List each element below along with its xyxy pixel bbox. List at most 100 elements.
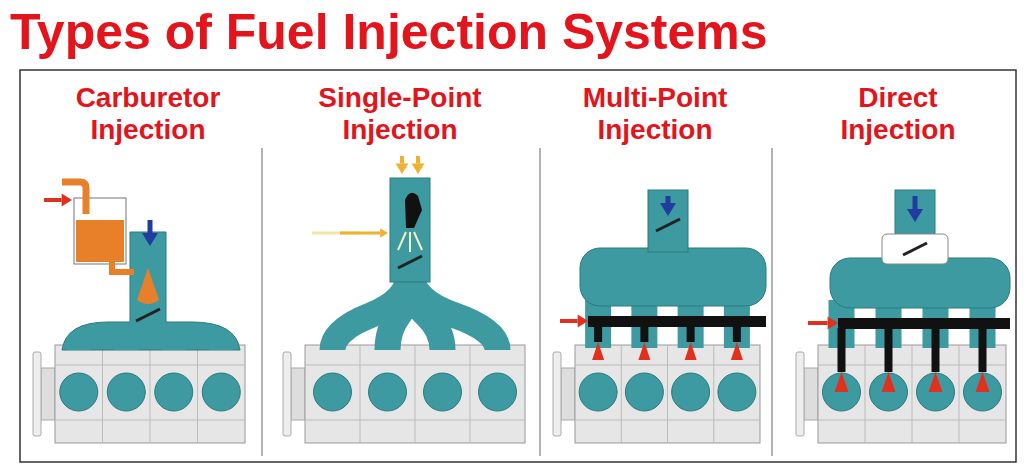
arrow-head <box>578 315 588 328</box>
engine-block <box>818 345 1006 443</box>
fuel-spray <box>638 342 650 360</box>
fan-hub <box>291 368 305 420</box>
cylinder-divider <box>360 345 361 443</box>
cylinder <box>314 373 352 411</box>
column-heading: Multi-Point Injection <box>560 82 750 146</box>
manifold-runner <box>114 336 138 350</box>
flow-arrow <box>44 198 62 202</box>
cylinder-divider <box>470 345 471 443</box>
cylinder-divider <box>150 345 151 443</box>
cylinder <box>823 373 861 411</box>
manifold-runner <box>67 336 91 350</box>
fuel-spray <box>882 372 896 392</box>
fuel-spray <box>731 342 743 360</box>
arrow-head <box>396 164 409 174</box>
cylinder-divider <box>713 345 714 443</box>
cylinder-divider <box>102 345 103 443</box>
fan <box>796 352 804 436</box>
fan-hub <box>41 368 55 420</box>
engine-block <box>305 345 525 443</box>
fuel-spray <box>137 268 159 304</box>
fuel-spray <box>685 342 697 360</box>
injector <box>687 326 695 342</box>
intake-plenum <box>830 258 1010 308</box>
throttle-plate <box>136 309 160 321</box>
manifold-runner <box>162 336 186 350</box>
fan <box>553 352 561 436</box>
fan <box>33 352 41 436</box>
fan <box>283 352 291 436</box>
fuel-inlet-pipe <box>62 182 86 214</box>
column-divider <box>771 148 773 456</box>
cylinder-divider <box>912 345 913 443</box>
cylinder-divider <box>621 345 622 443</box>
cylinder <box>60 373 98 411</box>
panel-frame <box>20 70 1016 462</box>
fuel-level <box>76 220 124 262</box>
fuel-spray <box>929 372 943 392</box>
cylinder-divider <box>865 345 866 443</box>
cylinder <box>579 373 617 411</box>
fuel-rail <box>838 318 1010 329</box>
fuel-spray <box>592 342 604 360</box>
arrow-head <box>380 228 388 238</box>
flow-arrow <box>560 319 578 323</box>
arrow-head <box>828 317 838 330</box>
flow-arrow <box>913 196 918 209</box>
flow-arrow <box>400 156 404 164</box>
flow-arrow <box>808 321 828 325</box>
fan-hub <box>561 368 575 420</box>
cylinder-divider <box>415 345 416 443</box>
fuel-jet-pipe <box>112 255 134 272</box>
injector <box>838 328 846 372</box>
arrow-head <box>62 194 72 207</box>
throttle-plate <box>903 243 927 255</box>
column-heading: Direct Injection <box>803 82 993 146</box>
arrow-head <box>142 233 158 246</box>
throttle-plate <box>398 256 422 268</box>
cylinder <box>369 373 407 411</box>
arrow-head <box>907 209 923 222</box>
fuel-spray <box>835 372 849 392</box>
cylinder <box>964 373 1002 411</box>
injector <box>640 326 648 342</box>
column-divider <box>261 148 263 456</box>
cylinder-divider <box>667 345 668 443</box>
cylinder <box>672 373 710 411</box>
column-heading: Carburetor Injection <box>53 82 243 146</box>
fuel-spray <box>976 372 990 392</box>
throttle-body <box>390 178 430 282</box>
engine-block <box>55 345 245 443</box>
injector <box>733 326 741 342</box>
injector <box>979 328 987 372</box>
float-bowl <box>74 198 126 264</box>
cylinder <box>424 373 462 411</box>
flow-arrow <box>340 232 380 235</box>
injector <box>594 326 602 342</box>
fuel-rail <box>588 316 766 327</box>
title: Types of Fuel Injection Systems <box>10 2 768 62</box>
flow-arrow <box>148 220 153 233</box>
injector <box>405 193 422 228</box>
column-heading: Single-Point Injection <box>305 82 495 146</box>
throttle-body <box>648 190 688 252</box>
fan-hub <box>804 368 818 420</box>
manifold-runner <box>209 336 233 350</box>
fuel-spray <box>398 232 422 252</box>
cylinder <box>479 373 517 411</box>
arrow-head <box>660 203 676 216</box>
cylinder <box>625 373 663 411</box>
cylinder <box>870 373 908 411</box>
flow-arrow <box>416 156 420 164</box>
arrow-head <box>412 164 425 174</box>
column-divider <box>539 148 541 456</box>
cylinder-divider <box>959 345 960 443</box>
cylinder <box>718 373 756 411</box>
throttle-body <box>882 234 948 264</box>
cylinder <box>107 373 145 411</box>
throttle-plate <box>656 219 680 231</box>
cylinder <box>202 373 240 411</box>
cylinder <box>917 373 955 411</box>
cylinder <box>155 373 193 411</box>
